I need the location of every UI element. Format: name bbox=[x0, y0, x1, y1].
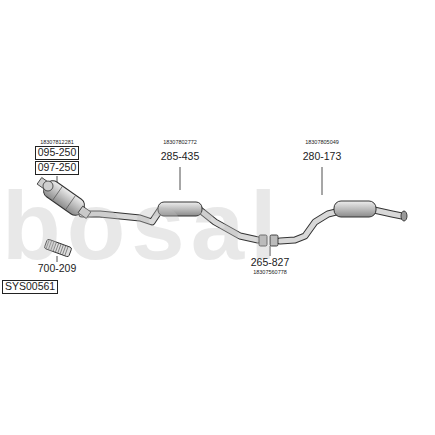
callout-number: 265-827 bbox=[251, 257, 290, 269]
callout-box: 097-250 bbox=[35, 161, 80, 175]
callout-number: 285-435 bbox=[161, 151, 200, 163]
part-number: 18307812281 bbox=[40, 139, 74, 145]
part-number: 18307805049 bbox=[305, 139, 339, 145]
callout-text: 095-250 bbox=[38, 147, 77, 159]
callout-number: 700-209 bbox=[38, 263, 77, 275]
watermark: bosal bbox=[2, 178, 283, 274]
callout-number: 280-173 bbox=[303, 151, 342, 163]
system-code-box: SYS00561 bbox=[2, 280, 58, 294]
part-number: 18307802772 bbox=[163, 139, 197, 145]
callout-box: 095-250 bbox=[35, 146, 80, 160]
part-number: 18307560778 bbox=[253, 269, 287, 275]
callout-text: 097-250 bbox=[38, 162, 77, 174]
callout-text: SYS00561 bbox=[5, 281, 55, 293]
